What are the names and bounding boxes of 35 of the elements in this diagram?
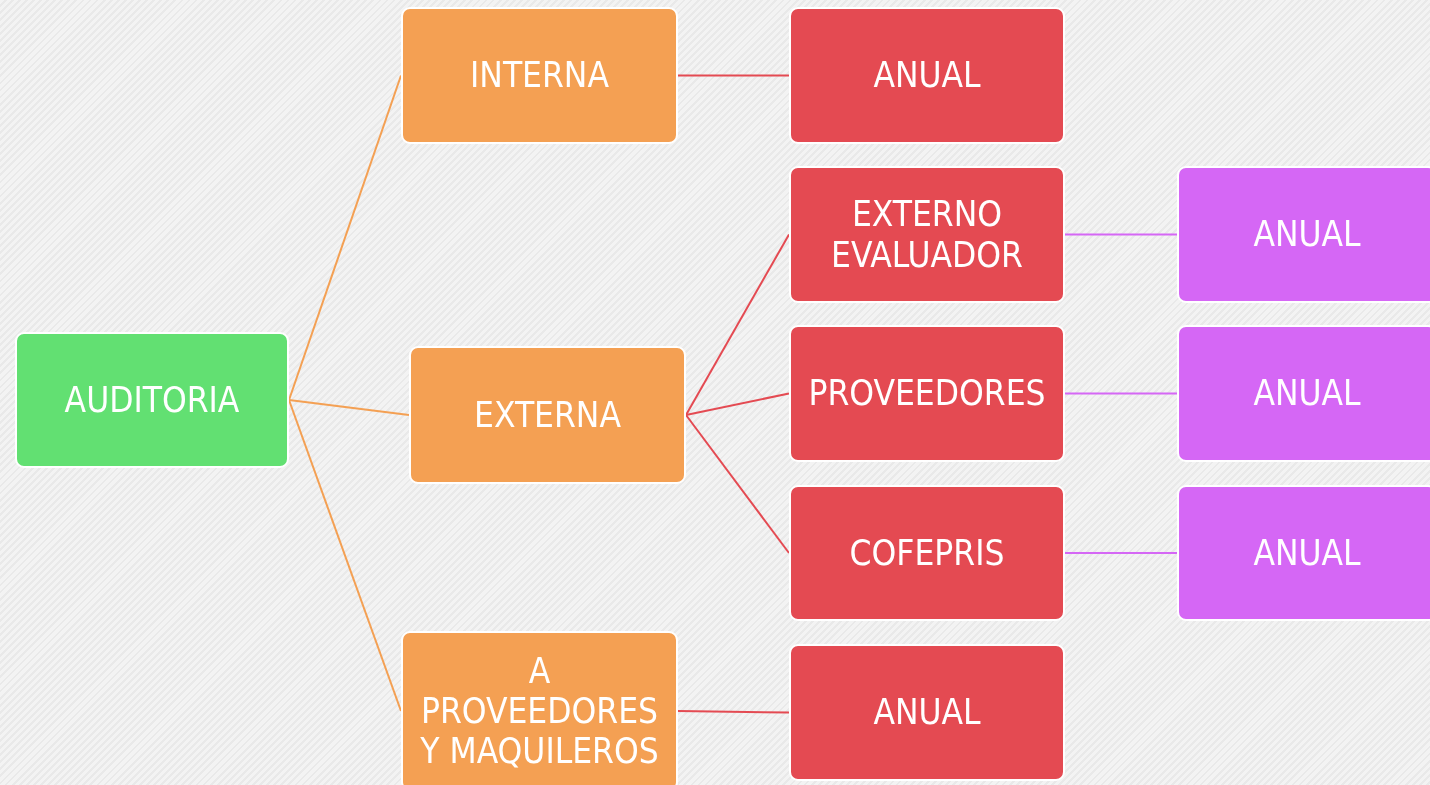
detail-box (789, 325, 1065, 462)
detail-box (789, 166, 1065, 303)
detail-box (789, 644, 1065, 781)
category-box (401, 631, 678, 785)
box-label: ANUAL (873, 692, 981, 733)
box-label: PROVEEDORES (808, 373, 1046, 414)
box-label: EXTERNO EVALUADOR (830, 194, 1024, 275)
connector-line (677, 74, 790, 77)
box-label: ANUAL (873, 55, 981, 96)
category-box (401, 7, 678, 144)
connector-line (685, 392, 790, 416)
connector-line (685, 233, 790, 416)
box-label: AUDITORIA (64, 379, 240, 421)
frequency-box (1177, 325, 1430, 462)
connector-line (1064, 392, 1178, 395)
connector-line (288, 74, 402, 401)
connector-line (288, 399, 410, 416)
root-box (15, 332, 289, 468)
box-label: ANUAL (1253, 214, 1361, 255)
detail-box (789, 7, 1065, 144)
connector-line (288, 399, 402, 712)
connector-line (685, 414, 790, 554)
connector-line (677, 710, 790, 714)
connector-line (1064, 233, 1178, 236)
box-label: COFEPRIS (849, 532, 1005, 574)
category-box (409, 346, 686, 484)
detail-box (789, 485, 1065, 621)
box-label: ANUAL (1253, 532, 1361, 574)
box-label: A PROVEEDORES Y MAQUILEROS (419, 650, 660, 772)
frequency-box (1177, 485, 1430, 621)
connector-line (1064, 552, 1178, 554)
box-label: EXTERNA (474, 394, 621, 436)
box-label: ANUAL (1253, 373, 1361, 414)
frequency-box (1177, 166, 1430, 303)
box-label: INTERNA (470, 55, 609, 96)
